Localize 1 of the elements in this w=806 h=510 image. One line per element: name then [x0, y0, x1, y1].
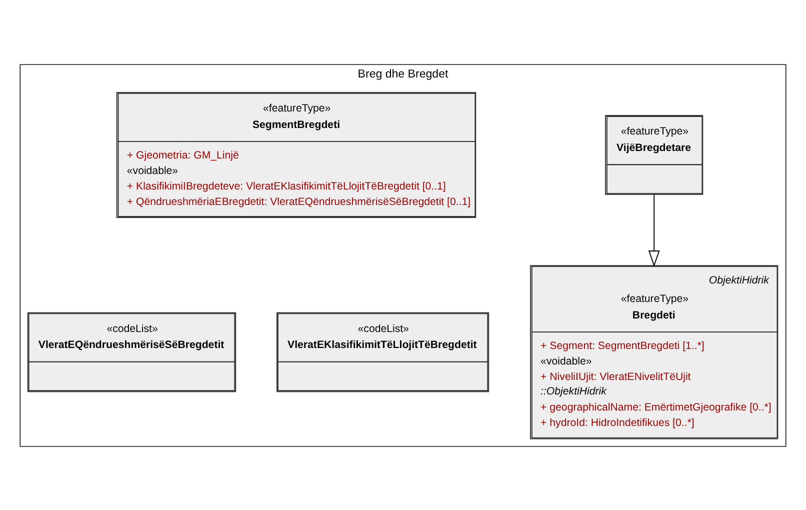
arrow	[648, 194, 660, 266]
